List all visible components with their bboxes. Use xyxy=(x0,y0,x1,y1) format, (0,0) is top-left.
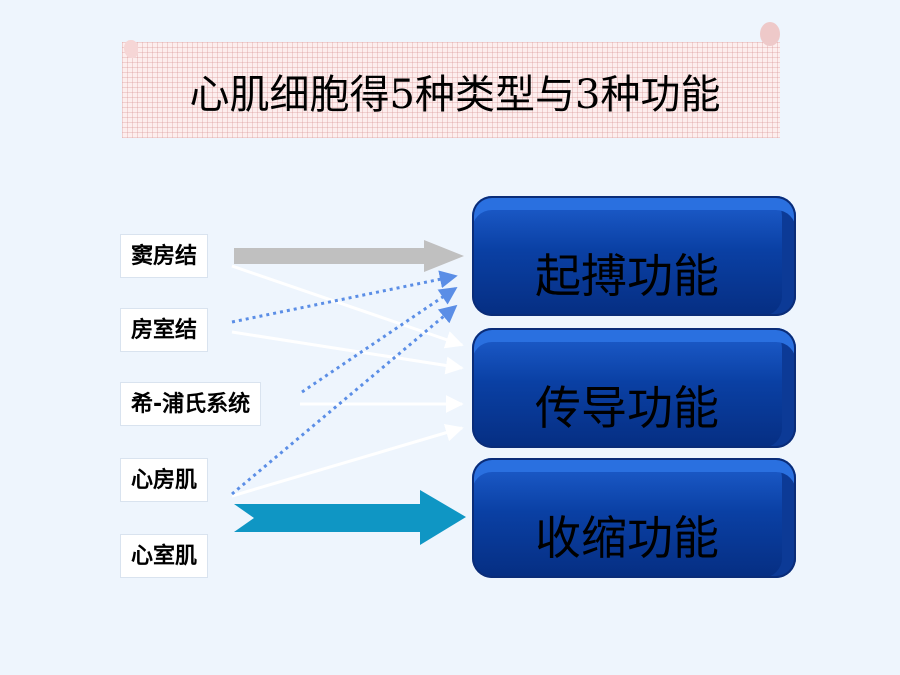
function-box-pacemaking xyxy=(472,196,796,316)
arrow-sa-to-conduction xyxy=(231,264,464,349)
arrow-sa-to-pacemaking xyxy=(234,240,464,272)
arrow-atrial-to-pacemaking xyxy=(231,304,458,496)
cell-label-sinoatrial-node: 窦房结 xyxy=(120,234,209,278)
arrow-av-to-pacemaking xyxy=(231,270,458,324)
arrow-atrial-to-conduction xyxy=(231,423,464,498)
page-title: 心肌细胞得5种类型与3种功能 xyxy=(189,72,721,118)
cell-label-ventricular-muscle: 心室肌 xyxy=(120,534,209,578)
banner-curl-top-left xyxy=(124,40,138,58)
cell-label-his-purkinje: 希-浦氏系统 xyxy=(120,382,262,426)
function-label-conduction: 传导功能 xyxy=(535,381,719,435)
function-label-contraction: 收缩功能 xyxy=(535,511,719,565)
cell-label-atrial-muscle: 心房肌 xyxy=(120,458,209,502)
title-banner xyxy=(122,42,780,138)
arrow-muscle-to-contraction xyxy=(234,490,466,545)
function-label-pacemaking: 起搏功能 xyxy=(535,249,719,303)
function-box-contraction xyxy=(472,458,796,578)
arrow-his-to-pacemaking xyxy=(301,286,458,394)
cell-label-av-node: 房室结 xyxy=(120,308,209,352)
arrow-av-to-conduction xyxy=(231,330,464,375)
banner-curl-top-right xyxy=(760,22,780,46)
function-box-conduction xyxy=(472,328,796,448)
